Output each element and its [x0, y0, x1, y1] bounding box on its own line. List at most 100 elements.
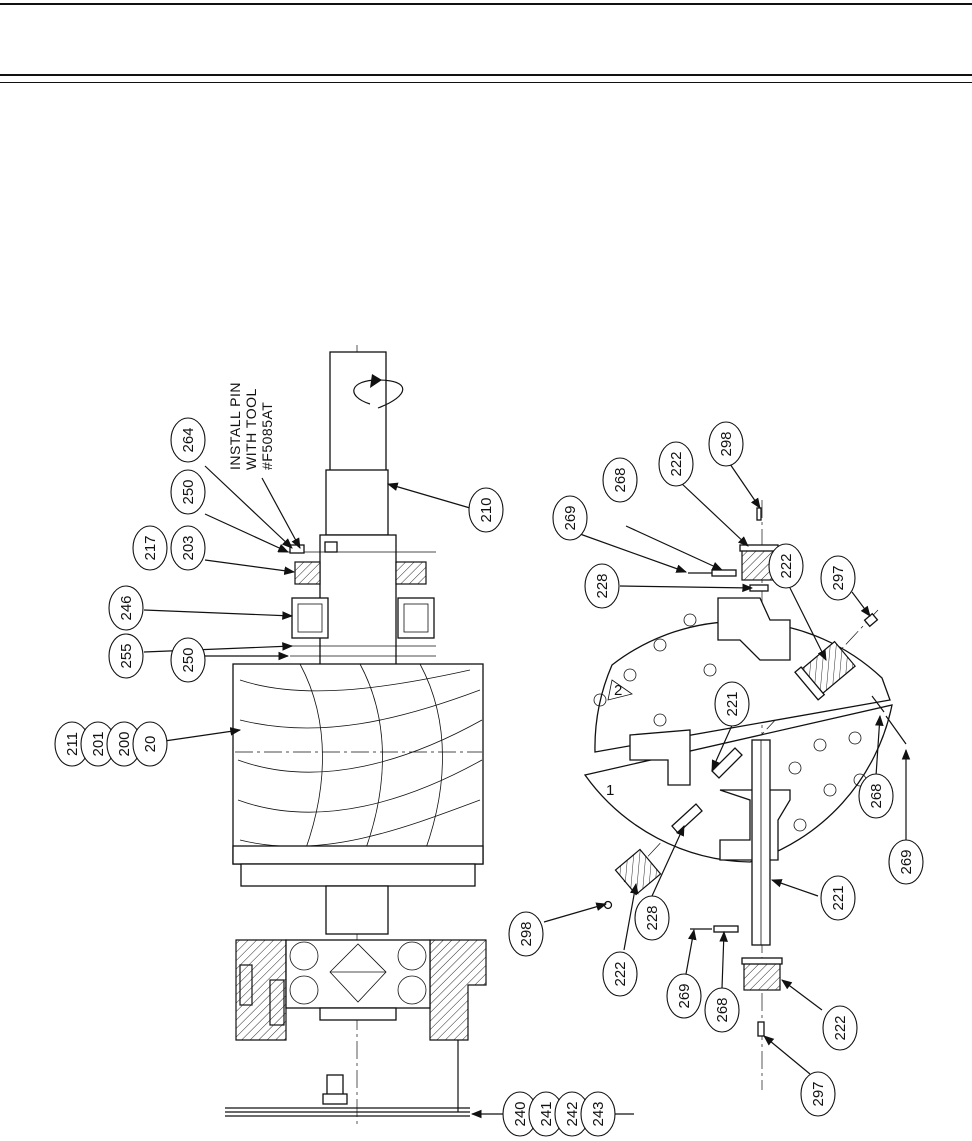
svg-text:297: 297 [810, 1081, 827, 1106]
svg-text:246: 246 [118, 595, 135, 620]
callout-255: 255 [108, 633, 144, 679]
svg-text:242: 242 [564, 1101, 581, 1126]
callout-222-lower-left: 222 [602, 951, 638, 997]
callout-268-bottom: 268 [704, 987, 740, 1033]
svg-text:298: 298 [718, 431, 735, 456]
callout-200: 200 [106, 721, 142, 767]
callout-201: 201 [80, 721, 116, 767]
callout-228-lower: 228 [634, 895, 670, 941]
svg-text:203: 203 [180, 535, 197, 560]
note-line-3: #F5085AT [259, 402, 275, 470]
callout-242: 242 [554, 1091, 590, 1137]
svg-text:210: 210 [478, 497, 495, 522]
svg-text:268: 268 [612, 467, 629, 492]
callout-269-bottom: 269 [666, 973, 702, 1019]
callout-222-top: 222 [658, 441, 694, 487]
svg-text:255: 255 [118, 643, 135, 668]
svg-text:222: 222 [778, 553, 795, 578]
seal-ring-left [294, 561, 321, 585]
callout-268-top: 268 [602, 457, 638, 503]
callout-241: 241 [528, 1091, 564, 1137]
discharge-bearing-housing [235, 939, 487, 1112]
svg-text:222: 222 [832, 1015, 849, 1040]
nut-222-diagonal [794, 640, 856, 701]
callout-222-diagonal: 222 [768, 543, 804, 589]
svg-text:298: 298 [518, 921, 535, 946]
shaft-upper [329, 351, 387, 473]
pin-268-right [871, 695, 885, 713]
valve-block-left [629, 729, 691, 786]
shaft-seal-section [325, 469, 389, 536]
callout-268-right: 268 [858, 773, 894, 819]
callout-20: 20 [132, 721, 168, 767]
plate-mark-1: 1 [606, 782, 614, 799]
callout-246: 246 [108, 585, 144, 631]
rotation-arrow-icon [353, 374, 404, 409]
callout-210: 210 [468, 487, 504, 533]
svg-text:20: 20 [142, 736, 159, 753]
svg-text:268: 268 [868, 783, 885, 808]
nut-222-bottom [743, 961, 781, 991]
callout-221-center: 221 [714, 681, 750, 727]
nut-222-lower [614, 848, 662, 896]
callout-250-top: 250 [170, 469, 206, 515]
svg-text:228: 228 [594, 573, 611, 598]
svg-text:2: 2 [614, 682, 622, 699]
pin-264 [289, 544, 305, 554]
svg-text:211: 211 [64, 732, 81, 756]
svg-text:201: 201 [90, 731, 107, 756]
svg-text:243: 243 [590, 1101, 607, 1126]
header-top-rule [0, 3, 972, 5]
helical-rotor [232, 663, 484, 887]
pin-264-b [324, 541, 338, 553]
svg-text:221: 221 [724, 691, 741, 716]
svg-text:241: 241 [538, 1101, 555, 1126]
callout-250-bottom: 250 [170, 637, 206, 683]
pin-297-top [863, 612, 879, 628]
svg-text:269: 269 [562, 505, 579, 530]
callout-298-lower: 298 [508, 911, 544, 957]
svg-text:222: 222 [668, 451, 685, 476]
svg-text:269: 269 [676, 983, 693, 1008]
header-bottom-rule-thin [0, 82, 972, 83]
pin-298-top [756, 507, 762, 521]
callout-240: 240 [502, 1091, 538, 1137]
ball-298-lower [603, 900, 613, 910]
callout-297-bottom: 297 [800, 1071, 836, 1117]
leader-lines [143, 463, 911, 1119]
note-line-1: INSTALL PIN [227, 382, 243, 470]
shaft-lower [325, 885, 389, 935]
svg-text:268: 268 [714, 997, 731, 1022]
svg-text:1: 1 [606, 782, 614, 799]
callout-217: 217 [132, 525, 168, 571]
svg-text:217: 217 [142, 535, 159, 560]
key-228-top [749, 584, 769, 592]
callout-243: 243 [580, 1091, 616, 1137]
shaft-bearing-journal [319, 534, 397, 666]
rotor-assembly [225, 345, 487, 1125]
svg-text:221: 221 [830, 885, 847, 910]
callout-297-top: 297 [820, 555, 856, 601]
pin-268-bottom [713, 925, 739, 933]
valve-block-upper [717, 597, 791, 661]
svg-text:250: 250 [180, 479, 197, 504]
callout-211: 211 [54, 721, 90, 767]
callout-222-bottom: 222 [822, 1005, 858, 1051]
header-bottom-rule-thick [0, 74, 972, 76]
callout-228-top: 228 [584, 563, 620, 609]
callout-298-top: 298 [708, 421, 744, 467]
callout-221-rod: 221 [820, 875, 856, 921]
pin-268-top [711, 569, 737, 577]
svg-text:269: 269 [898, 849, 915, 874]
pin-297-bottom [757, 1021, 765, 1037]
callout-264: 264 [170, 417, 206, 463]
svg-text:297: 297 [830, 565, 847, 590]
svg-text:222: 222 [612, 961, 629, 986]
svg-text:200: 200 [116, 731, 133, 756]
svg-text:228: 228 [644, 905, 661, 930]
svg-text:264: 264 [180, 427, 197, 452]
note-line-2: WITH TOOL [243, 388, 259, 470]
svg-text:240: 240 [512, 1101, 529, 1126]
seal-ring-right [395, 561, 427, 585]
